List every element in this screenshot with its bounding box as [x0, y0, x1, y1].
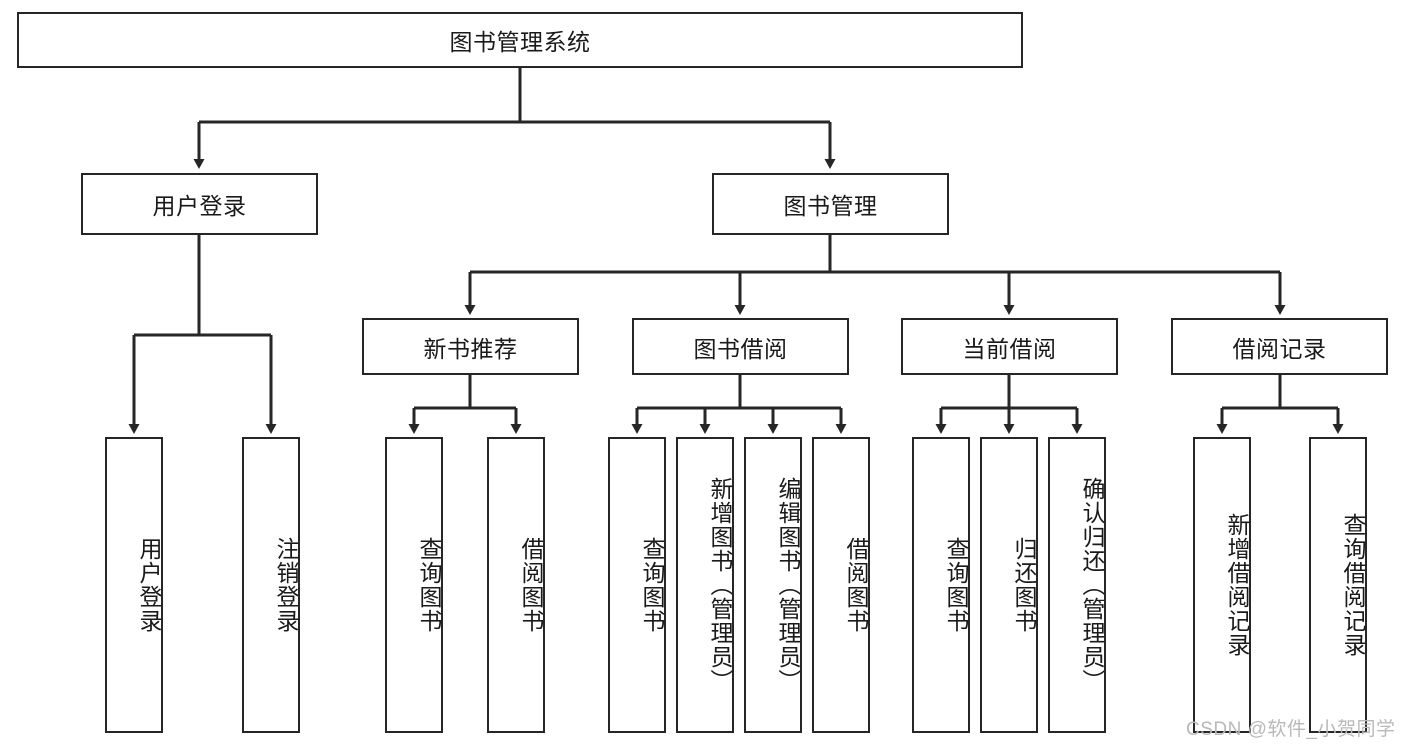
- node-root-label: 图书管理系统: [449, 29, 591, 55]
- leaf-borrow-record-1[interactable]: 新增借阅记录: [1193, 437, 1251, 733]
- node-current-borrow[interactable]: 当前借阅: [901, 318, 1118, 375]
- leaf-user-login-1[interactable]: 用户登录: [105, 437, 163, 733]
- node-book-borrow-label: 图书借阅: [693, 335, 788, 362]
- node-new-book-label: 新书推荐: [423, 335, 518, 362]
- leaf-current-borrow-1-label: 查询图书: [943, 537, 969, 633]
- leaf-book-borrow-4[interactable]: 借阅图书: [812, 437, 870, 733]
- leaf-book-borrow-2-label: 新增图书（管理员）: [707, 477, 733, 693]
- leaf-current-borrow-1[interactable]: 查询图书: [912, 437, 970, 733]
- node-user-login-label: 用户登录: [152, 193, 247, 219]
- leaf-current-borrow-3[interactable]: 确认归还（管理员）: [1048, 437, 1106, 733]
- leaf-new-book-1[interactable]: 查询图书: [385, 437, 443, 733]
- node-book-borrow[interactable]: 图书借阅: [632, 318, 849, 375]
- leaf-borrow-record-2[interactable]: 查询借阅记录: [1309, 437, 1367, 733]
- leaf-new-book-1-label: 查询图书: [416, 537, 442, 633]
- node-root[interactable]: 图书管理系统: [17, 12, 1023, 68]
- leaf-user-login-2[interactable]: 注销登录: [242, 437, 300, 733]
- node-borrow-record-label: 借阅记录: [1232, 335, 1327, 362]
- leaf-new-book-2-label: 借阅图书: [518, 537, 544, 633]
- leaf-book-borrow-3[interactable]: 编辑图书（管理员）: [744, 437, 802, 733]
- node-borrow-record[interactable]: 借阅记录: [1171, 318, 1388, 375]
- node-user-login[interactable]: 用户登录: [81, 173, 318, 235]
- leaf-book-borrow-1[interactable]: 查询图书: [608, 437, 666, 733]
- leaf-current-borrow-2-label: 归还图书: [1011, 537, 1037, 633]
- node-book-manage[interactable]: 图书管理: [712, 173, 949, 235]
- leaf-new-book-2[interactable]: 借阅图书: [487, 437, 545, 733]
- leaf-borrow-record-1-label: 新增借阅记录: [1224, 513, 1250, 657]
- leaf-user-login-2-label: 注销登录: [273, 537, 299, 633]
- leaf-current-borrow-3-label: 确认归还（管理员）: [1079, 477, 1105, 693]
- node-new-book[interactable]: 新书推荐: [362, 318, 579, 375]
- leaf-book-borrow-1-label: 查询图书: [639, 537, 665, 633]
- leaf-borrow-record-2-label: 查询借阅记录: [1340, 513, 1366, 657]
- leaf-book-borrow-4-label: 借阅图书: [843, 537, 869, 633]
- node-book-manage-label: 图书管理: [783, 193, 878, 219]
- leaf-user-login-1-label: 用户登录: [136, 537, 162, 633]
- node-current-borrow-label: 当前借阅: [962, 335, 1057, 362]
- leaf-book-borrow-2[interactable]: 新增图书（管理员）: [676, 437, 734, 733]
- leaf-current-borrow-2[interactable]: 归还图书: [980, 437, 1038, 733]
- leaf-book-borrow-3-label: 编辑图书（管理员）: [775, 477, 801, 693]
